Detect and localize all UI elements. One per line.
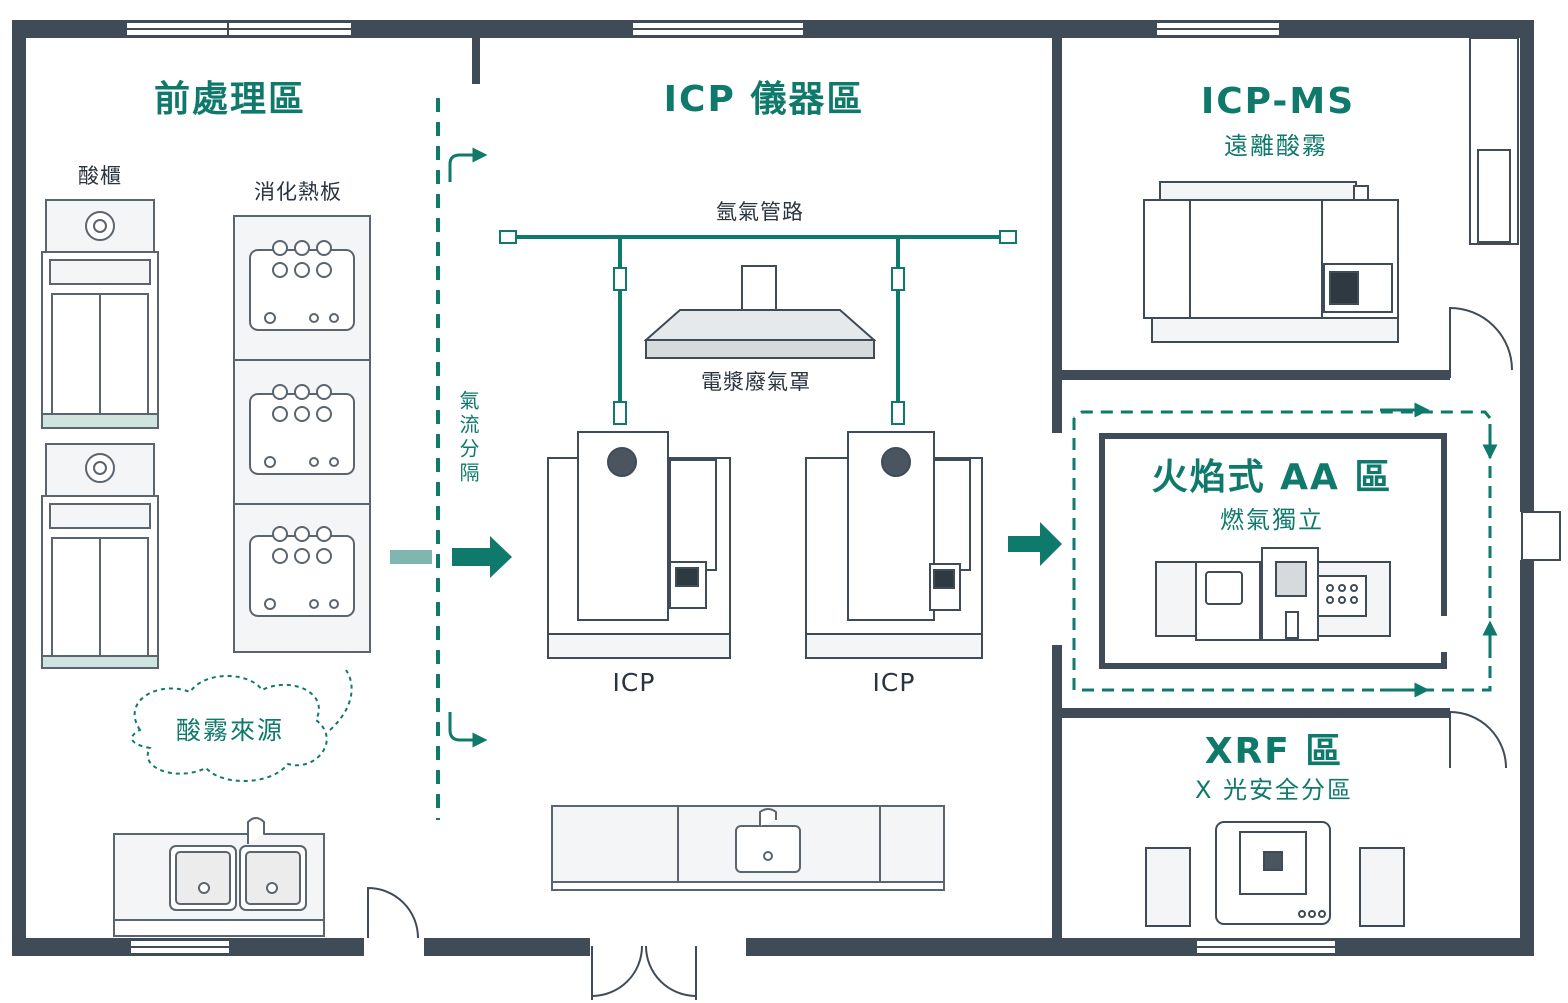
sink-icon xyxy=(113,817,325,937)
windows-top xyxy=(125,21,1281,37)
sink-icon xyxy=(551,805,945,891)
icp-instrument xyxy=(805,431,983,659)
flame-aa-instrument xyxy=(1155,547,1391,641)
flow-arrow-icon xyxy=(448,147,488,748)
icp-instrument-1-label: ICP xyxy=(612,668,656,697)
acid-cabinet-label: 酸櫃 xyxy=(78,164,122,188)
flow-arrow-icon xyxy=(1380,402,1498,698)
xrf-instrument xyxy=(1145,821,1405,927)
acid-cabinet xyxy=(41,443,159,669)
argon-pipe xyxy=(499,230,1017,425)
right-door[interactable] xyxy=(1521,511,1561,561)
hotplate-icon xyxy=(249,240,355,331)
acid-cabinet xyxy=(41,199,159,429)
aa-room-boundary xyxy=(1072,410,1492,692)
zone-subtitle-xrf: X 光安全分區 xyxy=(1194,776,1354,804)
door-swing-icon[interactable] xyxy=(367,306,1513,1000)
icpms-instrument xyxy=(1143,181,1399,343)
zone-title-xrf: XRF 區 xyxy=(1204,731,1344,772)
hotplate-label: 消化熱板 xyxy=(254,180,342,204)
zone-title-flame-aa: 火焰式 AA 區 xyxy=(1151,457,1393,498)
interior-walls xyxy=(472,37,1519,943)
zone-title-icp: ICP 儀器區 xyxy=(663,79,865,120)
argon-pipe-label: 氬氣管路 xyxy=(716,200,804,224)
zone-title-pretreatment: 前處理區 xyxy=(153,79,307,120)
airflow-partition-label: 氣流分隔 xyxy=(456,390,480,486)
zone-subtitle-icpms: 遠離酸霧 xyxy=(1224,132,1328,160)
icp-instrument xyxy=(547,431,731,659)
exhaust-hood-label: 電漿廢氣罩 xyxy=(701,370,811,394)
exhaust-hood xyxy=(643,265,877,359)
cloud-icon xyxy=(131,669,353,783)
windows-bottom xyxy=(129,937,1337,957)
zone-title-icpms: ICP-MS xyxy=(1200,81,1356,122)
zone-subtitle-flame-aa: 燃氣獨立 xyxy=(1220,506,1324,534)
hotplate-icon xyxy=(249,384,355,475)
icp-instrument-2-label: ICP xyxy=(872,668,916,697)
hotplate-icon xyxy=(249,526,355,617)
aa-room-walls xyxy=(1099,433,1447,669)
flow-arrow-faded xyxy=(390,550,432,564)
flow-arrow-icon xyxy=(452,522,1062,578)
acid-mist-label: 酸霧來源 xyxy=(175,716,285,745)
